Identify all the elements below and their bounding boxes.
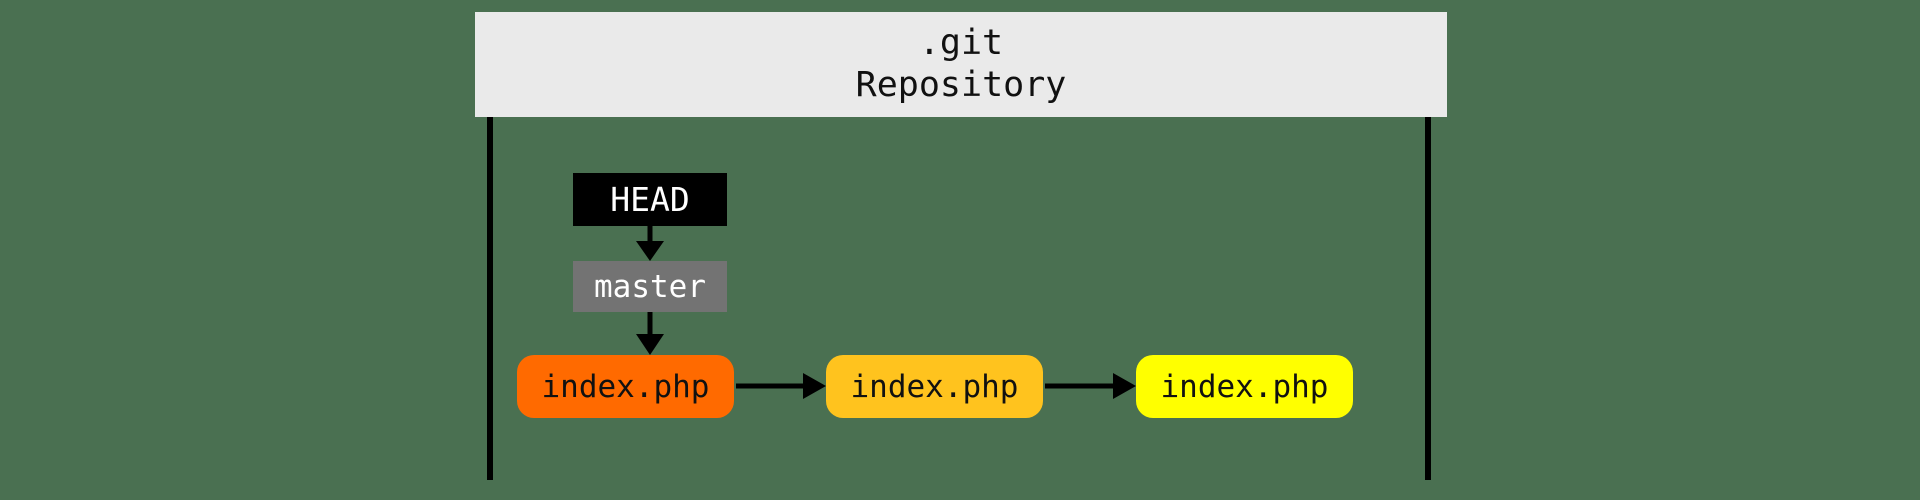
commit-chip-3-label: index.php — [1160, 368, 1329, 405]
repository-right-boundary — [1425, 117, 1431, 480]
commit-chip-3[interactable]: index.php — [1136, 355, 1353, 418]
git-repository-panel: .git Repository — [475, 12, 1447, 117]
commit-chip-1-label: index.php — [541, 368, 710, 405]
master-branch-box[interactable]: master — [573, 261, 727, 312]
repository-left-boundary — [487, 117, 493, 480]
head-pointer-label: HEAD — [610, 180, 690, 219]
master-branch-label: master — [594, 268, 706, 305]
commit-chip-2-label: index.php — [850, 368, 1019, 405]
head-pointer-box[interactable]: HEAD — [573, 173, 727, 226]
repository-title-line-1: .git — [918, 23, 1004, 64]
commit-chip-2[interactable]: index.php — [826, 355, 1043, 418]
commit-chip-1[interactable]: index.php — [517, 355, 734, 418]
repository-title-line-2: Repository — [855, 64, 1067, 105]
